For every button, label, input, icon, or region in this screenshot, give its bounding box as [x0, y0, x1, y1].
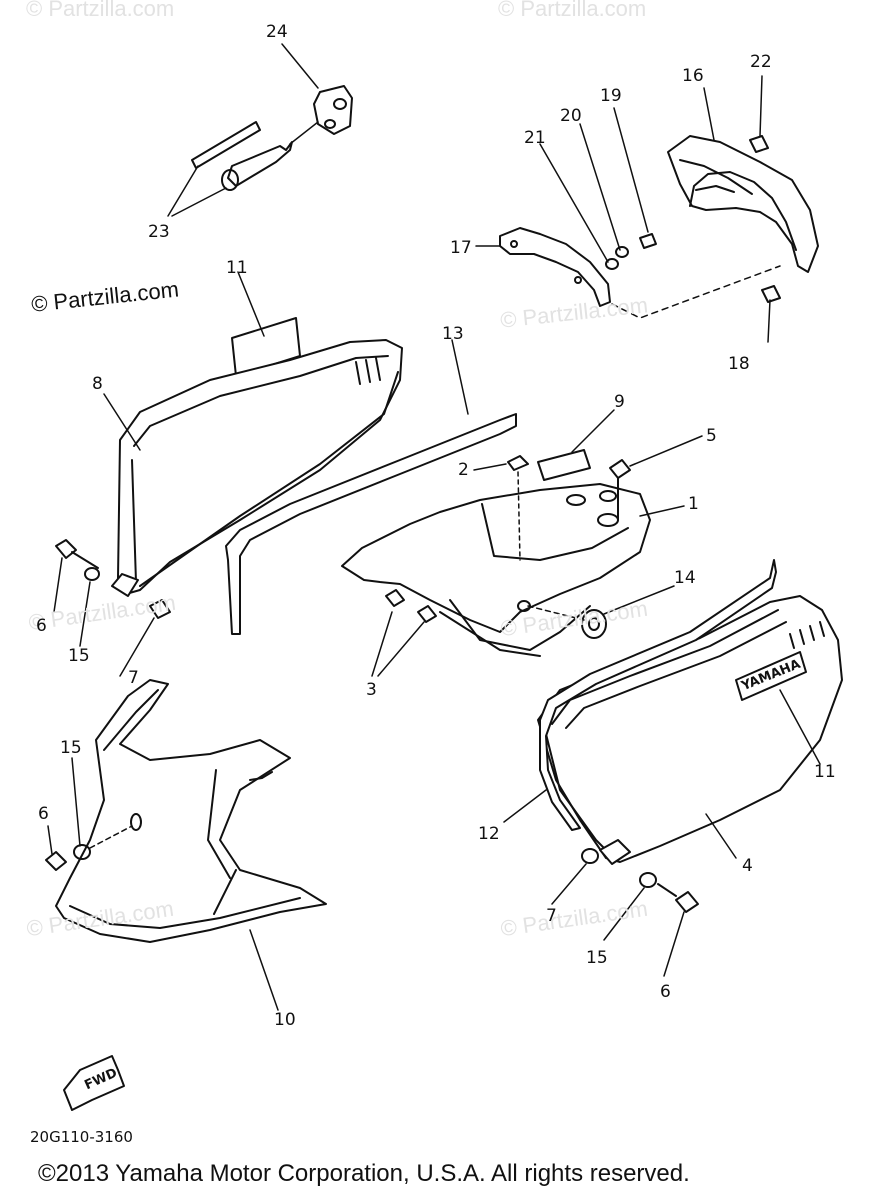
- callout-14: 14: [674, 568, 696, 588]
- leaders-23-24: [167, 43, 319, 217]
- copyright-notice: ©2013 Yamaha Motor Corporation, U.S.A. A…: [38, 1160, 690, 1187]
- callout-13: 13: [442, 324, 464, 344]
- callout-12: 12: [478, 824, 500, 844]
- leaders-8: [103, 393, 141, 451]
- callout-6: 6: [660, 982, 671, 1002]
- callout-4: 4: [742, 856, 753, 876]
- callout-7: 7: [546, 906, 557, 926]
- watermark: © Partzilla.com: [498, 0, 647, 21]
- part-23-lock-cylinder: [191, 121, 319, 191]
- part-12-seal-right: [539, 559, 777, 831]
- callout-16: 16: [682, 66, 704, 86]
- callout-15: 15: [586, 948, 608, 968]
- part-24-lock-body: [313, 85, 353, 135]
- callout-6: 6: [36, 616, 47, 636]
- callout-2: 2: [458, 460, 469, 480]
- lower-left-fasteners: [45, 757, 279, 1011]
- callout-24: 24: [266, 22, 288, 42]
- diagram-code: 20G110-3160: [30, 1128, 133, 1146]
- leaders-1: [639, 505, 685, 517]
- callout-15: 15: [68, 646, 90, 666]
- part-14-damper: [517, 585, 675, 639]
- part-5-bolt: [609, 435, 703, 521]
- part-8-left-side-cover: [111, 339, 403, 597]
- callout-18: 18: [728, 354, 750, 374]
- part-2-clip: [473, 455, 529, 561]
- callout-15-lower: 15: [60, 738, 82, 758]
- leaders-16-22: [475, 75, 781, 343]
- callout-8: 8: [92, 374, 103, 394]
- callout-11: 11: [226, 258, 248, 278]
- fwd-arrow-icon: [63, 1055, 125, 1111]
- callout-23: 23: [148, 222, 170, 242]
- callout-21: 21: [524, 128, 546, 148]
- callout-3: 3: [366, 680, 377, 700]
- part-13-seal-strip: [225, 339, 517, 635]
- part-4-right-side-cover: [537, 595, 843, 865]
- part-10-lower-cowl: [55, 679, 327, 943]
- callout-1: 1: [688, 494, 699, 514]
- parts-18-22-fasteners: [605, 135, 781, 303]
- part-1-base-frame: [341, 483, 651, 657]
- callout-17: 17: [450, 238, 472, 258]
- callout-19: 19: [600, 86, 622, 106]
- leaders-right: [503, 689, 821, 977]
- part-17-bracket: [499, 227, 611, 307]
- callout-6-lower: 6: [38, 804, 49, 824]
- callout-9: 9: [614, 392, 625, 412]
- callout-11: 11: [814, 762, 836, 782]
- callout-20: 20: [560, 106, 582, 126]
- callout-22: 22: [750, 52, 772, 72]
- part-3-grommets: [371, 589, 437, 677]
- part-9-decal: [537, 409, 615, 481]
- callout-10: 10: [274, 1010, 296, 1030]
- left-upper-fasteners: [53, 539, 171, 677]
- callout-7: 7: [128, 668, 139, 688]
- callout-5: 5: [706, 426, 717, 446]
- part-16-tail-cover: [667, 135, 819, 273]
- watermark: © Partzilla.com: [26, 0, 175, 21]
- lower-right-fasteners: [581, 848, 699, 913]
